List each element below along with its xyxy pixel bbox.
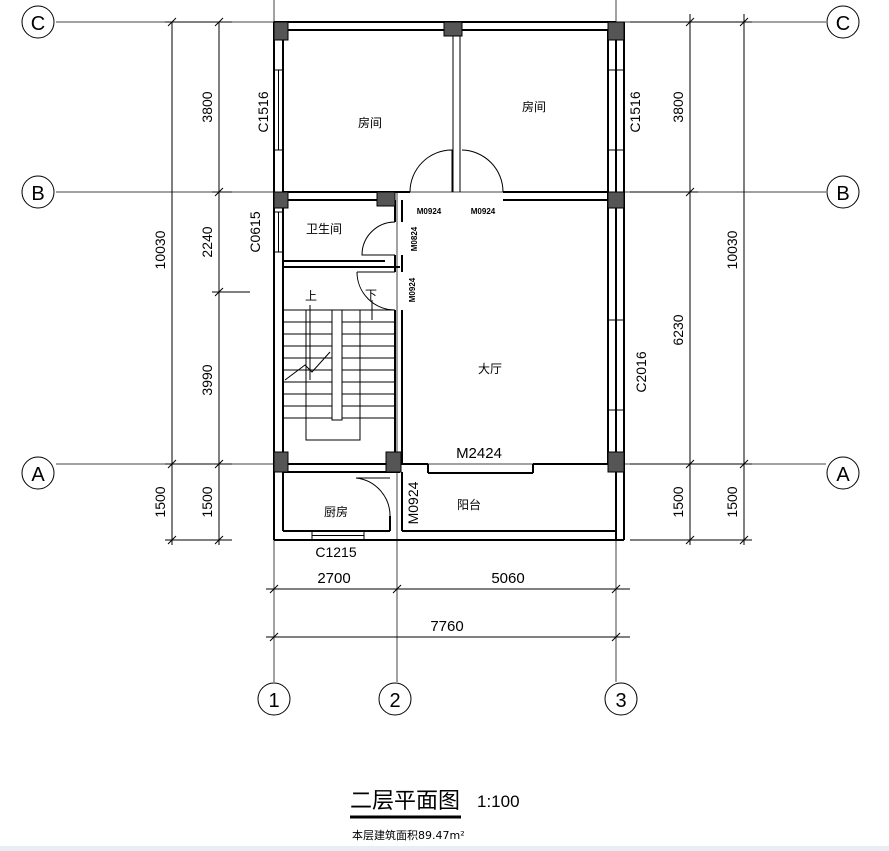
door-label: M2424 [456, 445, 502, 462]
svg-text:2700: 2700 [317, 570, 350, 587]
svg-text:3: 3 [615, 690, 626, 712]
door-label: M0824 [410, 226, 419, 251]
svg-text:1500: 1500 [724, 486, 740, 517]
room-label-left: 房间 [358, 115, 382, 130]
svg-text:B: B [836, 183, 849, 205]
svg-text:6230: 6230 [670, 314, 686, 345]
svg-text:2240: 2240 [199, 226, 215, 257]
svg-text:7760: 7760 [430, 618, 463, 635]
svg-text:1500: 1500 [199, 486, 215, 517]
svg-text:3800: 3800 [670, 91, 686, 122]
svg-text:10030: 10030 [152, 230, 168, 269]
window-label: C0615 [247, 211, 263, 252]
door-label: M0924 [417, 207, 442, 216]
svg-text:1500: 1500 [152, 486, 168, 517]
door-label: M0924 [471, 207, 496, 216]
svg-text:2: 2 [389, 690, 400, 712]
windows [273, 69, 625, 541]
door-label: M0924 [405, 481, 421, 524]
door-label: M0924 [408, 277, 417, 302]
columns [273, 21, 625, 473]
svg-text:C: C [31, 13, 45, 35]
axis-bubble-b-right: B [826, 175, 860, 209]
stair [283, 300, 395, 441]
room-label-balcony: 阳台 [457, 497, 481, 512]
doors [355, 149, 504, 517]
axis-bubble-c-right: C [826, 5, 860, 39]
walls [273, 21, 625, 541]
svg-text:C: C [836, 13, 850, 35]
axis-bubble-2: 2 [378, 682, 412, 716]
window-label: C2016 [633, 351, 649, 392]
room-label-right: 房间 [522, 99, 546, 114]
floor-area-label: 本层建筑面积89.47m² [352, 828, 465, 842]
svg-text:10030: 10030 [724, 230, 740, 269]
svg-text:1500: 1500 [670, 486, 686, 517]
left-dimensions: 10030 1500 3800 2240 3990 1500 [152, 17, 250, 545]
svg-text:1: 1 [268, 690, 279, 712]
right-dimensions: 3800 6230 1500 10030 1500 [630, 14, 752, 545]
room-label-bathroom: 卫生间 [306, 222, 342, 236]
svg-text:5060: 5060 [491, 570, 524, 587]
drawing-scale: 1:100 [477, 792, 520, 811]
axis-bubble-3: 3 [604, 682, 638, 716]
svg-text:3990: 3990 [199, 364, 215, 395]
svg-text:3800: 3800 [199, 91, 215, 122]
room-label-hall: 大厅 [478, 362, 502, 376]
axis-bubble-1: 1 [257, 682, 291, 716]
axis-bubble-b-left: B [21, 175, 55, 209]
drawing-title: 二层平面图 [350, 789, 460, 814]
axis-bubble-a-right: A [826, 456, 860, 490]
axis-bubble-c-left: C [21, 5, 55, 39]
stair-down-label: 下 [365, 288, 377, 302]
room-label-kitchen: 厨房 [324, 504, 348, 519]
svg-text:A: A [31, 464, 45, 486]
bottom-dimensions: 2700 5060 7760 [266, 570, 630, 642]
window-label: C1516 [255, 91, 271, 132]
stair-up-label: 上 [305, 289, 317, 303]
window-label: C1215 [315, 544, 356, 560]
window-label: C1516 [627, 91, 643, 132]
svg-text:A: A [836, 464, 850, 486]
svg-text:B: B [31, 183, 44, 205]
bottom-edge [0, 846, 889, 851]
axis-bubble-a-left: A [21, 456, 55, 490]
